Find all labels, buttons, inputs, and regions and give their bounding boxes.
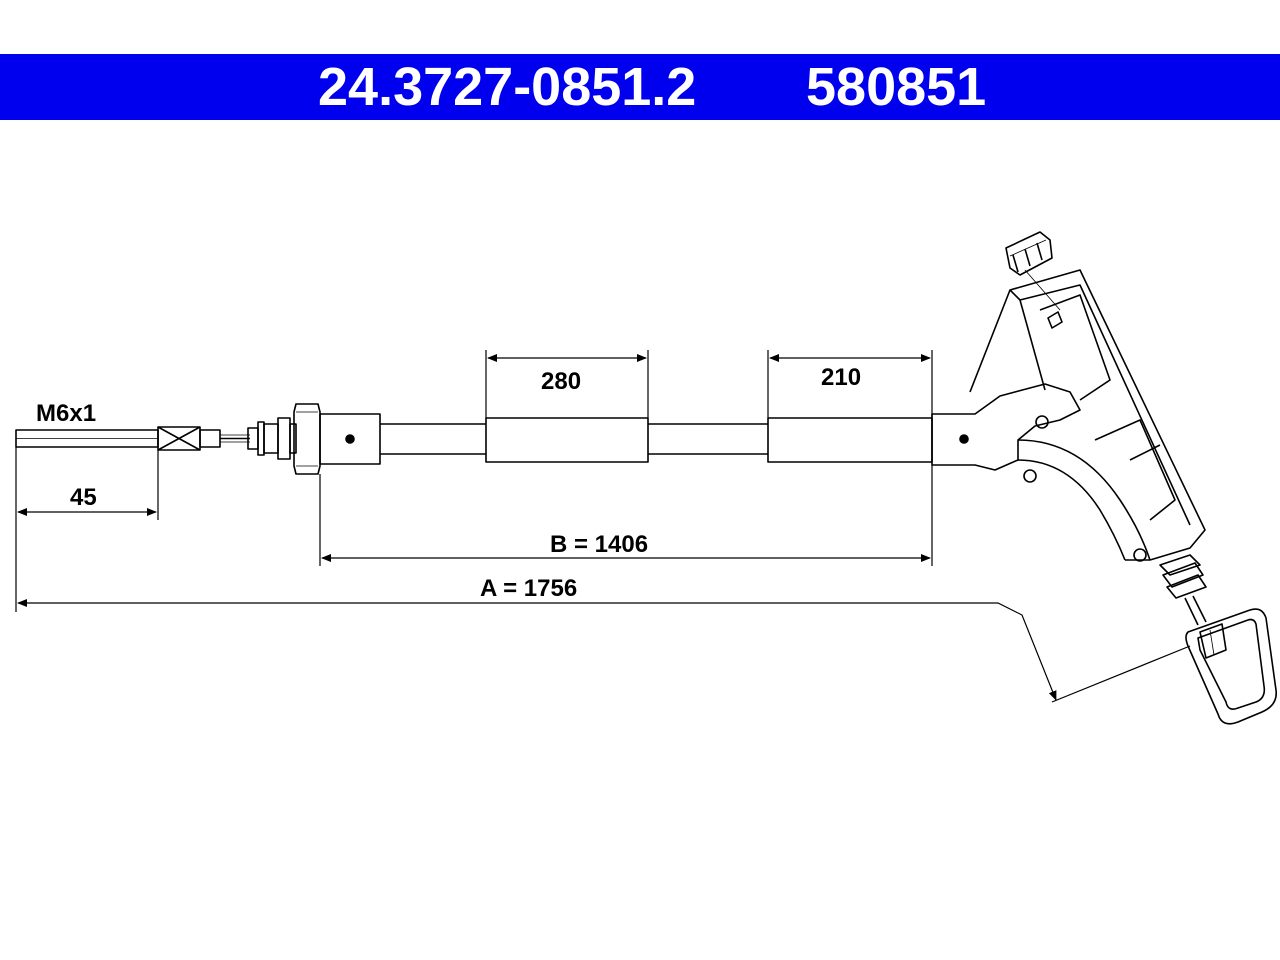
part-number: 24.3727-0851.2 (318, 57, 697, 117)
adjuster-nut (247, 403, 321, 475)
end-loop (1185, 608, 1278, 725)
ferrule-left (319, 413, 381, 465)
dimension-280 (485, 350, 649, 418)
thread-label: M6x1 (36, 400, 96, 427)
dimension-b (319, 465, 933, 566)
lower-fitting (1159, 554, 1207, 626)
top-connector (1005, 231, 1053, 276)
crimp-fitting (157, 426, 250, 451)
dimension-210 (767, 350, 933, 418)
dimension-a (17, 599, 1191, 703)
dim-a-label: A = 1756 (480, 575, 577, 602)
header-bar: 24.3727-0851.2 580851 (0, 54, 1280, 120)
dim-45-label: 45 (70, 484, 97, 511)
lever-bracket (931, 269, 1206, 562)
reference-number: 580851 (806, 57, 987, 117)
threaded-rod-end (15, 429, 159, 448)
outer-sheath (380, 417, 933, 463)
dim-b-label: B = 1406 (550, 531, 648, 558)
dim-280-label: 280 (541, 368, 581, 395)
dimension-45 (15, 447, 159, 612)
dim-210-label: 210 (821, 364, 861, 391)
